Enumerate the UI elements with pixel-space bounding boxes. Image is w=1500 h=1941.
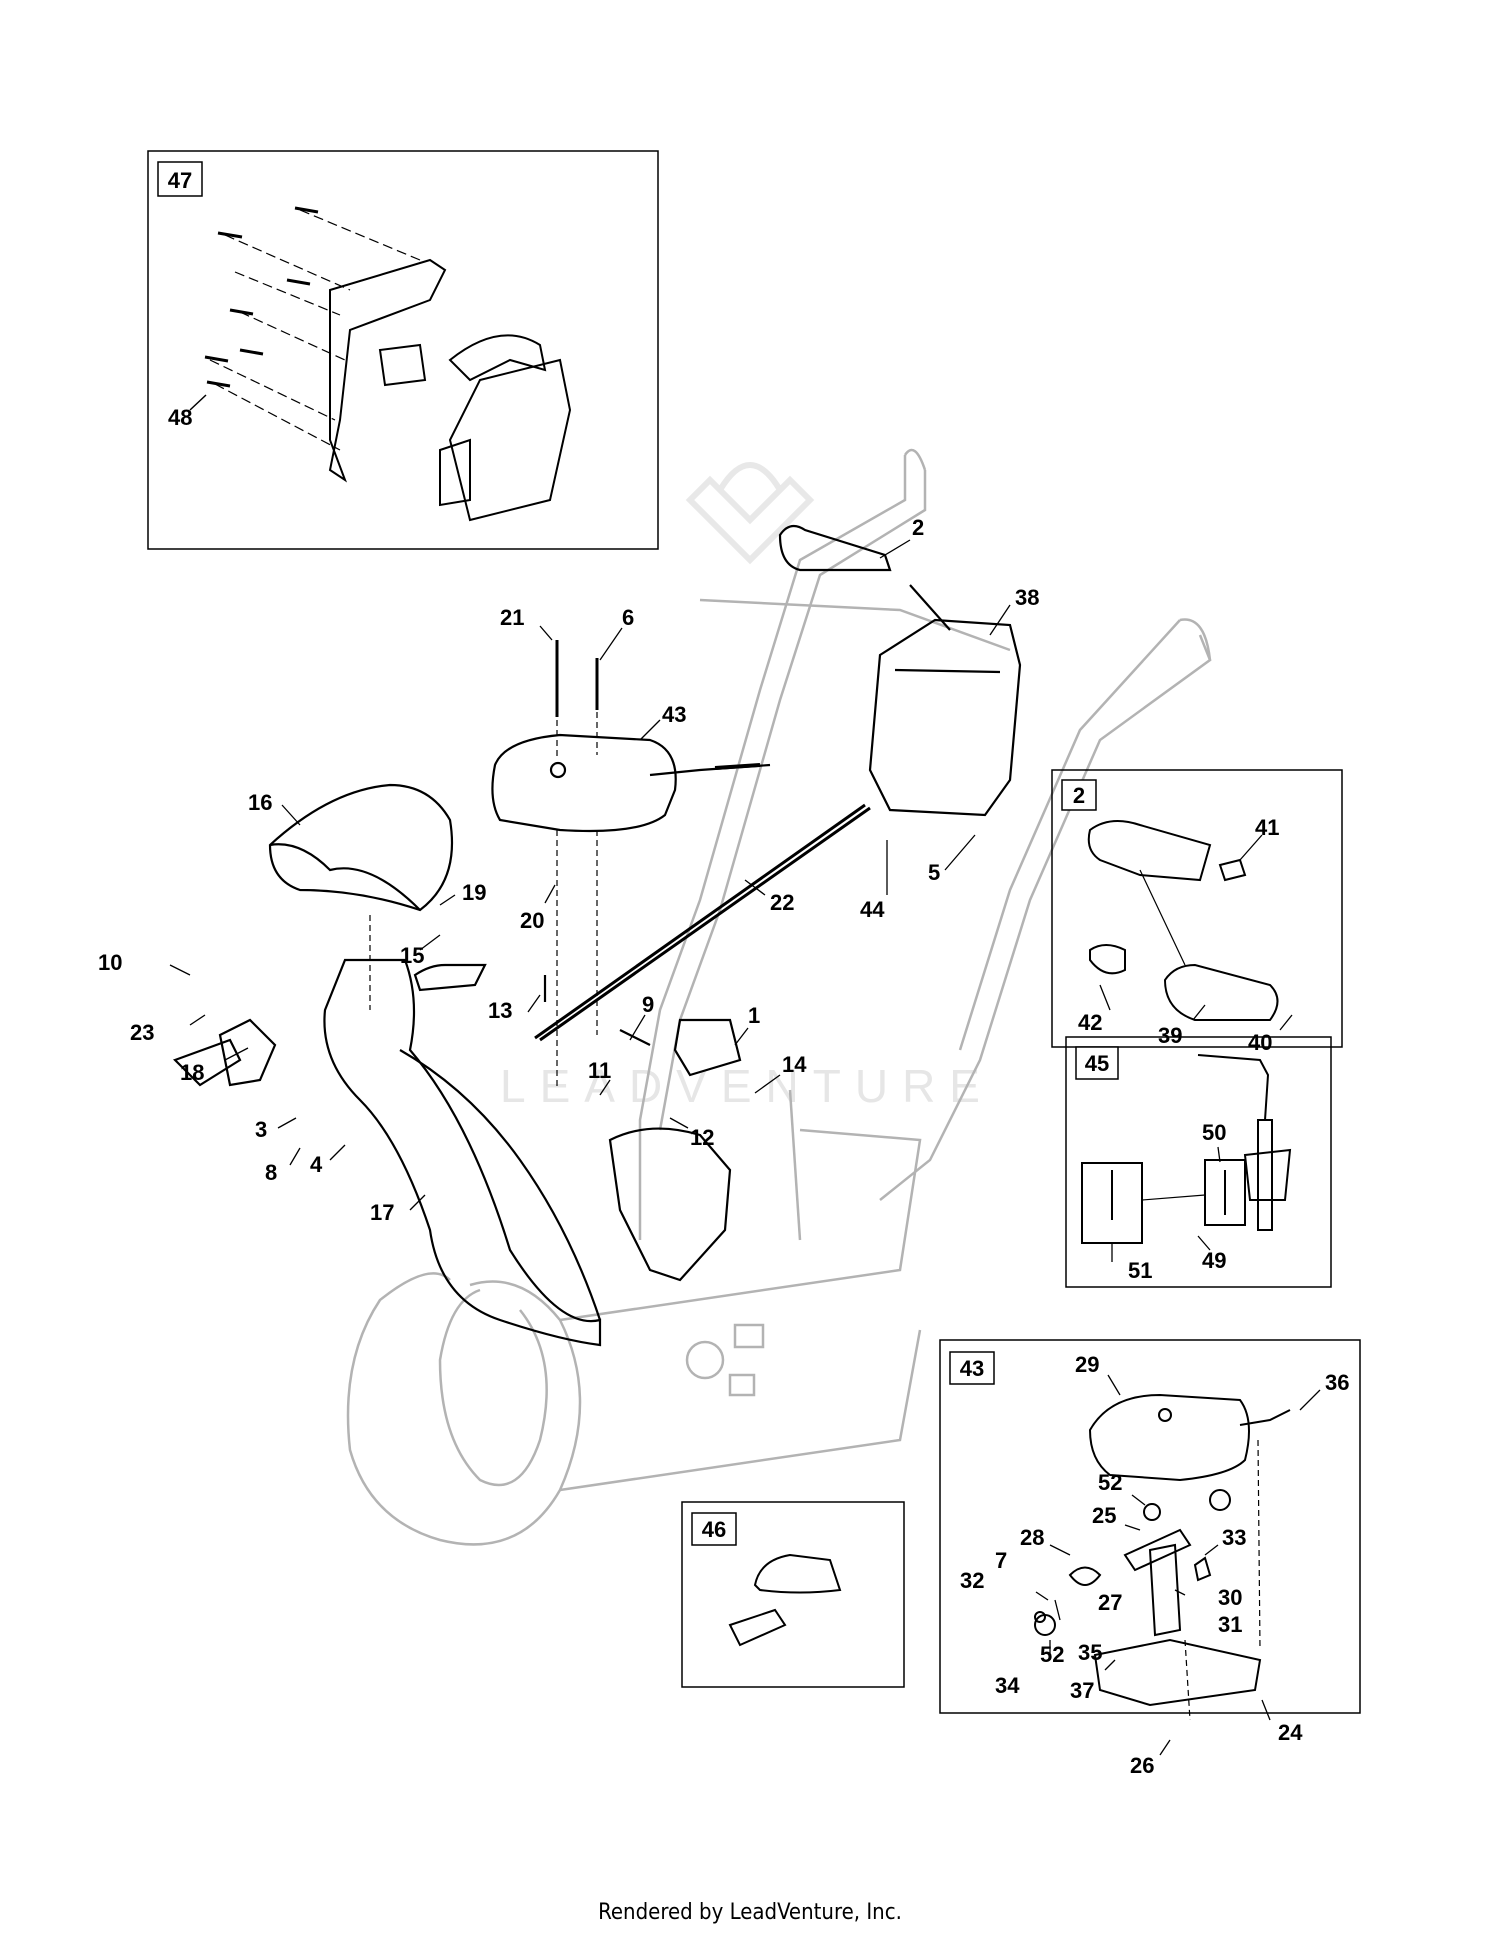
callout-42: 42	[1078, 1010, 1102, 1035]
inset-label-2: 2	[1073, 783, 1085, 808]
main-dashed-leaders	[369, 712, 598, 1090]
callout-36: 36	[1325, 1370, 1349, 1395]
callout-51: 51	[1128, 1258, 1152, 1283]
callout-13: 13	[488, 998, 512, 1023]
callout-32: 32	[960, 1568, 984, 1593]
callout-24: 24	[1278, 1720, 1303, 1745]
callout-1: 1	[748, 1003, 760, 1028]
callout-44: 44	[860, 897, 885, 922]
callout-22: 22	[770, 890, 794, 915]
callout-52a: 52	[1098, 1470, 1122, 1495]
main-assembly	[173, 524, 1022, 1347]
callout-15: 15	[400, 943, 424, 968]
inset-label-47: 47	[168, 168, 192, 193]
callout-5: 5	[928, 860, 940, 885]
callout-10: 10	[98, 950, 122, 975]
inset-43: 43	[939, 1339, 1361, 1778]
main-callouts: 2 38 21 6 43 16 19 20 15 10 23 18 22 44 …	[98, 515, 1039, 1225]
inset-label-45: 45	[1085, 1051, 1109, 1076]
inset-label-43: 43	[960, 1356, 984, 1381]
callout-14: 14	[782, 1052, 807, 1077]
callout-7: 7	[995, 1548, 1007, 1573]
inset-45: 45 50 51 49	[1065, 1036, 1332, 1288]
callout-38: 38	[1015, 585, 1039, 610]
callout-11: 11	[588, 1058, 611, 1083]
callout-33: 33	[1222, 1525, 1246, 1550]
callout-6: 6	[622, 605, 634, 630]
callout-30: 30	[1218, 1585, 1242, 1610]
callout-20: 20	[520, 908, 544, 933]
callout-27: 27	[1098, 1590, 1122, 1615]
inset-label-46: 46	[702, 1517, 726, 1542]
callout-16: 16	[248, 790, 272, 815]
callout-19: 19	[462, 880, 486, 905]
callout-4: 4	[310, 1152, 323, 1177]
callout-17: 17	[370, 1200, 394, 1225]
callout-50: 50	[1202, 1120, 1226, 1145]
inset-47: 47 48	[147, 150, 659, 550]
callout-35: 35	[1078, 1640, 1102, 1665]
callout-21: 21	[500, 605, 524, 630]
callout-52b: 52	[1040, 1642, 1064, 1667]
callout-26: 26	[1130, 1753, 1154, 1778]
callout-2: 2	[912, 515, 924, 540]
callout-49: 49	[1202, 1248, 1226, 1273]
callout-12: 12	[690, 1125, 714, 1150]
watermark-logo	[685, 462, 815, 565]
callout-leaders	[169, 539, 1011, 1211]
callout-43: 43	[662, 702, 686, 727]
callout-40: 40	[1248, 1030, 1272, 1055]
callout-3: 3	[255, 1117, 267, 1142]
callout-25: 25	[1092, 1503, 1116, 1528]
inset-2: 2 41 42 39 40	[1051, 769, 1343, 1055]
callout-41: 41	[1255, 815, 1279, 840]
callout-39: 39	[1158, 1023, 1182, 1048]
callout-18: 18	[180, 1060, 204, 1085]
ghost-frame	[346, 448, 1212, 1546]
watermark-text: LEADVENTURE	[500, 1060, 994, 1112]
inset-46: 46	[681, 1501, 905, 1688]
callout-31: 31	[1218, 1612, 1242, 1637]
callout-34: 34	[995, 1673, 1020, 1698]
inset-43-leaders	[1035, 1374, 1321, 1756]
footer-credit: Rendered by LeadVenture, Inc.	[598, 1900, 902, 1925]
callout-23: 23	[130, 1020, 154, 1045]
callout-28: 28	[1020, 1525, 1044, 1550]
callout-48: 48	[168, 405, 192, 430]
callout-29: 29	[1075, 1352, 1099, 1377]
callout-9: 9	[642, 992, 654, 1017]
callout-37: 37	[1070, 1678, 1094, 1703]
callout-8: 8	[265, 1160, 277, 1185]
